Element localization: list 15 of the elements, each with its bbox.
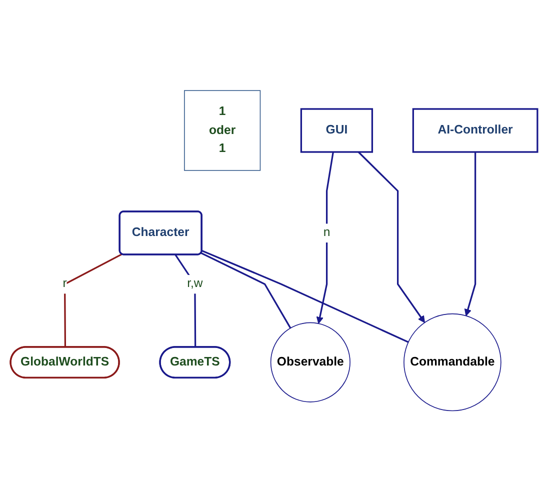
connector — [64, 254, 122, 348]
arrow — [316, 152, 334, 324]
edge-label: n — [323, 226, 330, 240]
edge-label: r — [62, 276, 67, 291]
node-box: AI-Controller — [412, 108, 538, 154]
node-box: GUI — [300, 108, 374, 154]
connector — [202, 250, 409, 344]
connector — [174, 254, 196, 348]
edge-label: r,w — [187, 276, 203, 291]
arrow — [464, 152, 476, 316]
node-box: 1 oder 1 — [184, 90, 261, 172]
connector — [200, 252, 292, 329]
arrow — [358, 152, 425, 324]
node-circle: Commandable — [404, 314, 502, 412]
node-circle: Observable — [270, 322, 350, 403]
